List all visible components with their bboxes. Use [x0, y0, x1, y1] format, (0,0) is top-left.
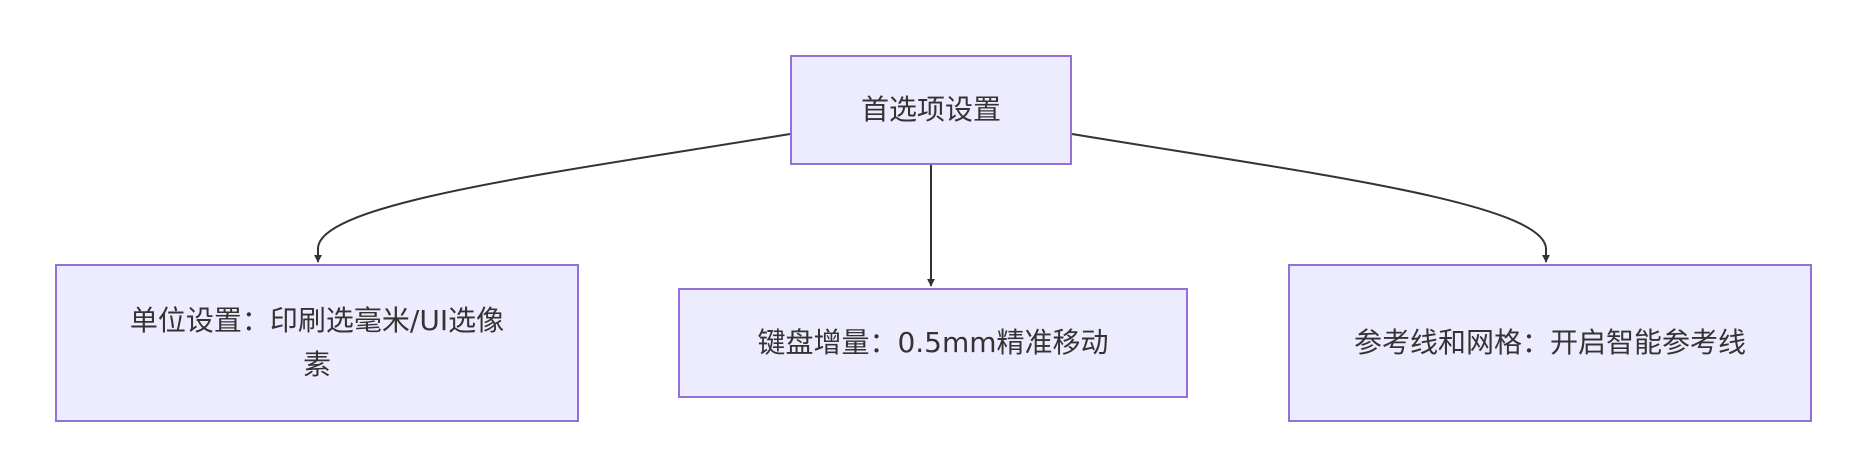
edge-root-to-guides — [1071, 133, 1550, 263]
node-guides-and-grid-label: 参考线和网格：开启智能参考线 — [1353, 326, 1746, 359]
node-unit-settings-label: 单位设置：印刷选毫米/UI选像素 — [129, 304, 505, 381]
node-unit-settings[interactable]: 单位设置：印刷选毫米/UI选像素 — [55, 264, 579, 422]
node-keyboard-increment[interactable]: 键盘增量：0.5mm精准移动 — [678, 288, 1188, 398]
node-preferences[interactable]: 首选项设置 — [790, 55, 1072, 165]
node-guides-and-grid[interactable]: 参考线和网格：开启智能参考线 — [1288, 264, 1812, 422]
edge-root-to-unit — [314, 133, 791, 263]
node-preferences-label: 首选项设置 — [860, 93, 1001, 126]
node-keyboard-increment-label: 键盘增量：0.5mm精准移动 — [757, 326, 1109, 359]
